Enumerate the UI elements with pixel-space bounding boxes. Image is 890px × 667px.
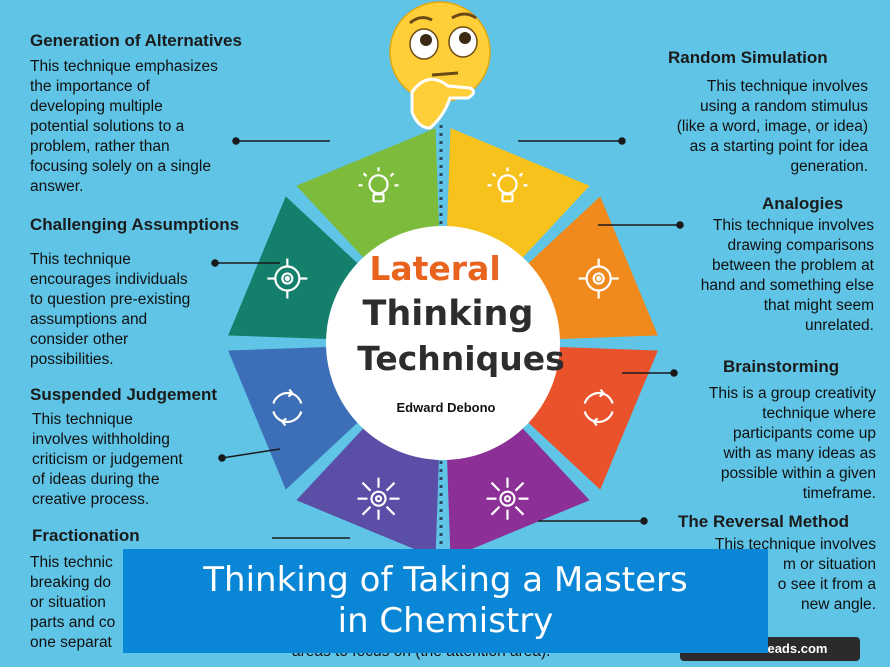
desc-line: hand and something else [700,277,874,294]
desc-line: o see it from a [777,576,876,593]
desc-line: This is a group creativity [708,385,876,402]
banner-line2: in Chemistry [337,601,554,641]
segment-fractionation [296,424,440,558]
desc-line: of ideas during the [32,471,160,488]
connector-line [221,448,281,459]
desc-line: answer. [30,178,84,195]
gear-arrows-icon [486,477,529,520]
desc-line: focusing solely on a single [30,158,211,175]
center-title-line3: Techniques [357,339,565,378]
center-title-line1: Lateral [369,249,500,288]
technique-title-analogies: Analogies [762,194,844,213]
desc-line: new angle. [801,596,876,613]
desc-line: drawing comparisons [727,237,874,254]
desc-line: This technique involves [714,536,876,553]
segment-suspended-judgement [228,346,362,490]
connector-lines [211,137,684,539]
connector-dot [640,517,648,525]
desc-line: This technique [32,411,133,428]
desc-line: breaking do [30,574,112,591]
desc-line: using a random stimulus [700,98,868,115]
desc-line: possible within a given [720,465,876,482]
cycle-arrows-icon [583,388,614,427]
technique-title-brainstorming: Brainstorming [723,357,840,376]
wheel-segments [228,128,658,558]
center-author: Edward Debono [397,400,496,415]
desc-line: one separat [30,634,112,651]
connector-dot [676,221,684,229]
desc-line: possibilities. [30,351,114,368]
desc-line: participants come up [732,425,876,442]
target-icon [578,258,619,299]
technique-title-generation-of-alternatives: Generation of Alternatives [30,31,242,50]
desc-line: This technique involves [706,78,868,95]
gear-arrows-icon [357,477,400,520]
desc-line: as a starting point for idea [689,138,868,155]
connector-dot [618,137,626,145]
connector-dot [670,369,678,377]
technique-desc-reversal-method: This technique involves m or situation o… [676,535,876,615]
desc-line: criticism or judgement [32,451,183,468]
desc-line: technique where [762,405,876,422]
desc-line: This technique [30,251,131,268]
segment-generation-of-alternatives [296,128,440,262]
desc-line: unrelated. [805,317,874,334]
desc-line: parts and co [30,614,116,631]
desc-line: (like a word, image, or idea) [676,118,868,135]
banner-line1: Thinking of Taking a Masters [203,560,688,600]
desc-line: or situation [30,594,106,611]
desc-line: that might seem [763,297,874,314]
center-circle [326,226,560,460]
desc-line: to question pre-existing [30,291,191,308]
desc-line: developing multiple [30,98,163,115]
center-title-line2: Thinking [363,294,534,334]
lightbulb-icon [487,167,528,203]
segment-brainstorming [524,346,658,490]
segment-reversal-method [446,424,590,558]
desc-line: timeframe. [802,485,876,502]
desc-line: This technique emphasizes [30,58,218,75]
desc-line: potential solutions to a [30,118,185,135]
technique-title-suspended-judgement: Suspended Judgement [30,385,218,404]
technique-desc-generation-of-alternatives: This technique emphasizes the importance… [30,57,255,197]
technique-desc-suspended-judgement: This technique involves withholding crit… [32,410,222,510]
desc-line: This technic [30,554,113,571]
cycle-arrows-icon [272,388,303,427]
thinking-face-icon [389,1,491,130]
desc-line: involves withholding [32,431,170,448]
technique-title-reversal-method: The Reversal Method [678,512,849,531]
desc-line: the importance of [30,78,150,95]
technique-desc-random-simulation: This technique involves using a random s… [628,77,868,177]
desc-line: problem, rather than [30,138,170,155]
connector-dot [218,454,226,462]
desc-line: generation. [790,158,868,175]
technique-desc-brainstorming: This is a group creativity technique whe… [666,384,876,504]
desc-line: encourages individuals [30,271,188,288]
technique-desc-fractionation: This technic breaking do or situation pa… [30,553,130,653]
desc-line: consider other [30,331,129,348]
desc-line: This technique involves [712,217,874,234]
desc-line: creative process. [32,491,150,508]
desc-line: between the problem at [712,257,874,274]
lightbulb-icon [358,167,399,203]
desc-line: with as many ideas as [723,445,877,462]
target-icon [267,258,308,299]
technique-title-fractionation: Fractionation [32,526,140,545]
connector-dot [232,137,240,145]
desc-line: m or situation [782,556,876,573]
technique-desc-analogies: This technique involves drawing comparis… [674,216,874,336]
segment-random-simulation [446,128,590,262]
technique-desc-challenging-assumptions: This technique encourages individuals to… [30,250,230,370]
overlay-banner[interactable]: Thinking of Taking a Masters in Chemistr… [123,549,768,653]
technique-title-random-simulation: Random Simulation [668,48,828,67]
technique-title-challenging-assumptions: Challenging Assumptions [30,215,240,234]
connector-dot [211,259,219,267]
desc-line: assumptions and [30,311,148,328]
